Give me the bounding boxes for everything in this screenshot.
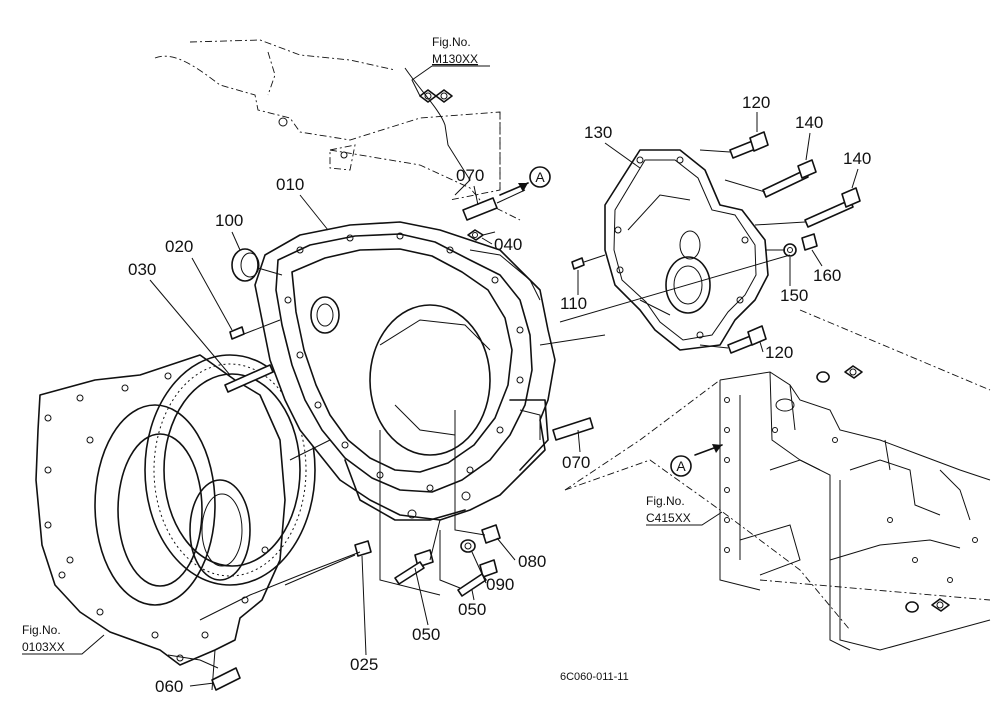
bolt-140b — [804, 199, 854, 228]
pin-025 — [354, 540, 372, 557]
fig-ref-0103-line1: Fig.No. — [22, 623, 61, 637]
part-label-080: 080 — [518, 552, 546, 571]
flywheel-housing-plate — [35, 354, 286, 669]
part-label-120-top: 120 — [742, 93, 770, 112]
fig-ref-m130-line2: M130XX — [432, 52, 478, 66]
marker-a-right: A — [676, 458, 686, 474]
fig-ref-c415-line1: Fig.No. — [646, 494, 685, 508]
bolt-080 — [481, 524, 501, 544]
bolt-140a — [762, 169, 809, 198]
part-label-050-b: 050 — [458, 600, 486, 619]
part-label-040: 040 — [494, 235, 522, 254]
part-label-120-bottom: 120 — [765, 343, 793, 362]
part-label-130: 130 — [584, 123, 612, 142]
washer-090 — [460, 539, 476, 553]
part-label-020: 020 — [165, 237, 193, 256]
part-label-100: 100 — [215, 211, 243, 230]
marker-circle-a-right — [670, 455, 692, 477]
part-label-010: 010 — [276, 175, 304, 194]
flywheel-ring-gear — [144, 354, 316, 586]
part-label-110: 110 — [560, 294, 587, 313]
fig-ref-0103-line2: 0103XX — [22, 640, 65, 654]
part-label-070-top: 070 — [456, 166, 484, 185]
part-label-150: 150 — [780, 286, 808, 305]
washer-150 — [783, 243, 797, 257]
stud-070-bottom — [552, 417, 594, 441]
marker-a-top: A — [535, 169, 545, 185]
fig-ref-m130-line1: Fig.No. — [432, 35, 471, 49]
engine-block-outline — [154, 39, 521, 221]
hardware-parts — [211, 131, 861, 691]
part-label-060: 060 — [155, 677, 183, 696]
clutch-housing-010 — [254, 221, 556, 521]
pin-110 — [571, 257, 585, 270]
part-label-070-bottom: 070 — [562, 453, 590, 472]
marker-circle-a-top — [529, 166, 551, 188]
arrowhead-a-right — [712, 444, 722, 453]
stud-070-top — [462, 197, 498, 221]
frame-bracket — [719, 309, 991, 651]
part-label-140-a: 140 — [795, 113, 823, 132]
fig-ref-c415-line2: C415XX — [646, 511, 691, 525]
drawing-code: 6C060-011-11 — [560, 671, 629, 683]
pin-020 — [229, 326, 245, 340]
part-label-050-a: 050 — [412, 625, 440, 644]
plug-160 — [801, 233, 818, 251]
part-label-140-b: 140 — [843, 149, 871, 168]
cover-130 — [604, 149, 769, 351]
arrowhead-a-top — [518, 183, 528, 192]
bolt-060 — [211, 667, 241, 691]
part-label-025: 025 — [350, 655, 378, 674]
stud-030 — [224, 364, 274, 393]
seal-100 — [231, 248, 259, 282]
part-label-030: 030 — [128, 260, 156, 279]
part-label-090: 090 — [486, 575, 514, 594]
part-label-160: 160 — [813, 266, 841, 285]
nut-040 — [467, 229, 484, 241]
